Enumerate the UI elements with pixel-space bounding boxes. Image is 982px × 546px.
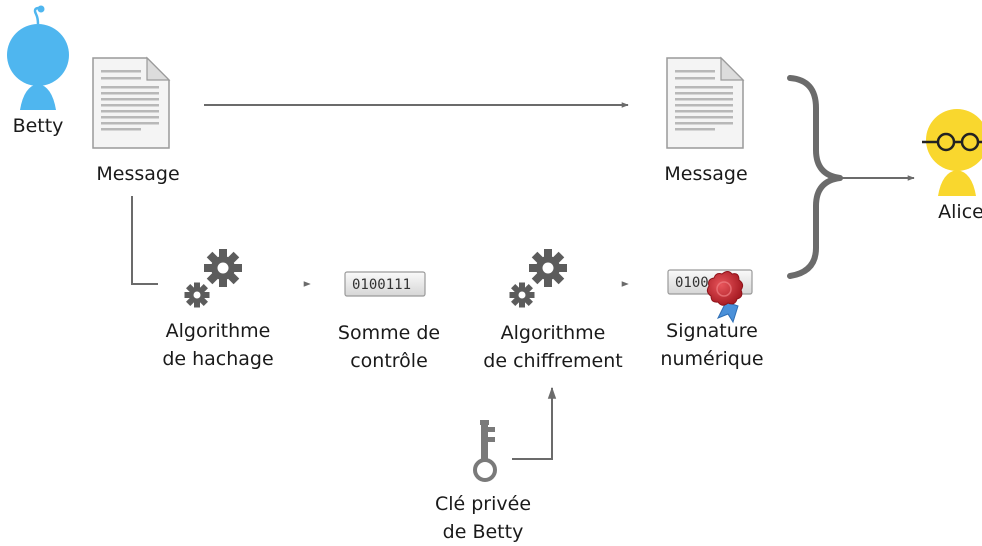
alice-label: Alice xyxy=(938,201,982,223)
private-key-icon xyxy=(473,420,497,482)
alice-avatar-icon xyxy=(922,109,982,196)
key-to-encryption-arrow xyxy=(512,386,557,460)
message-document-icon xyxy=(92,57,170,149)
encryption-gears-icon xyxy=(509,249,567,308)
message-received-label: Message xyxy=(664,163,748,185)
checksum-chip: 0100111 xyxy=(344,271,426,297)
message-received-document-icon xyxy=(666,57,744,149)
betty-label: Betty xyxy=(12,115,64,137)
hash-algorithm-label: Algorithme de hachage xyxy=(162,320,274,370)
hash-gears-icon xyxy=(184,249,242,308)
checksum-bits: 0100111 xyxy=(352,277,411,293)
message-label: Message xyxy=(96,163,180,185)
private-key-label: Clé privée de Betty xyxy=(434,493,532,543)
message-to-hash-connector xyxy=(131,196,158,285)
betty-avatar-icon xyxy=(7,5,69,110)
checksum-label: Somme de contrôle xyxy=(337,322,441,372)
wax-seal-icon xyxy=(706,271,744,324)
digital-signature-label: Signature numérique xyxy=(660,320,764,370)
encryption-algorithm-label: Algorithme de chiffrement xyxy=(483,322,623,372)
signature-bits: 0100 xyxy=(675,275,709,291)
grouping-brace xyxy=(787,75,843,279)
